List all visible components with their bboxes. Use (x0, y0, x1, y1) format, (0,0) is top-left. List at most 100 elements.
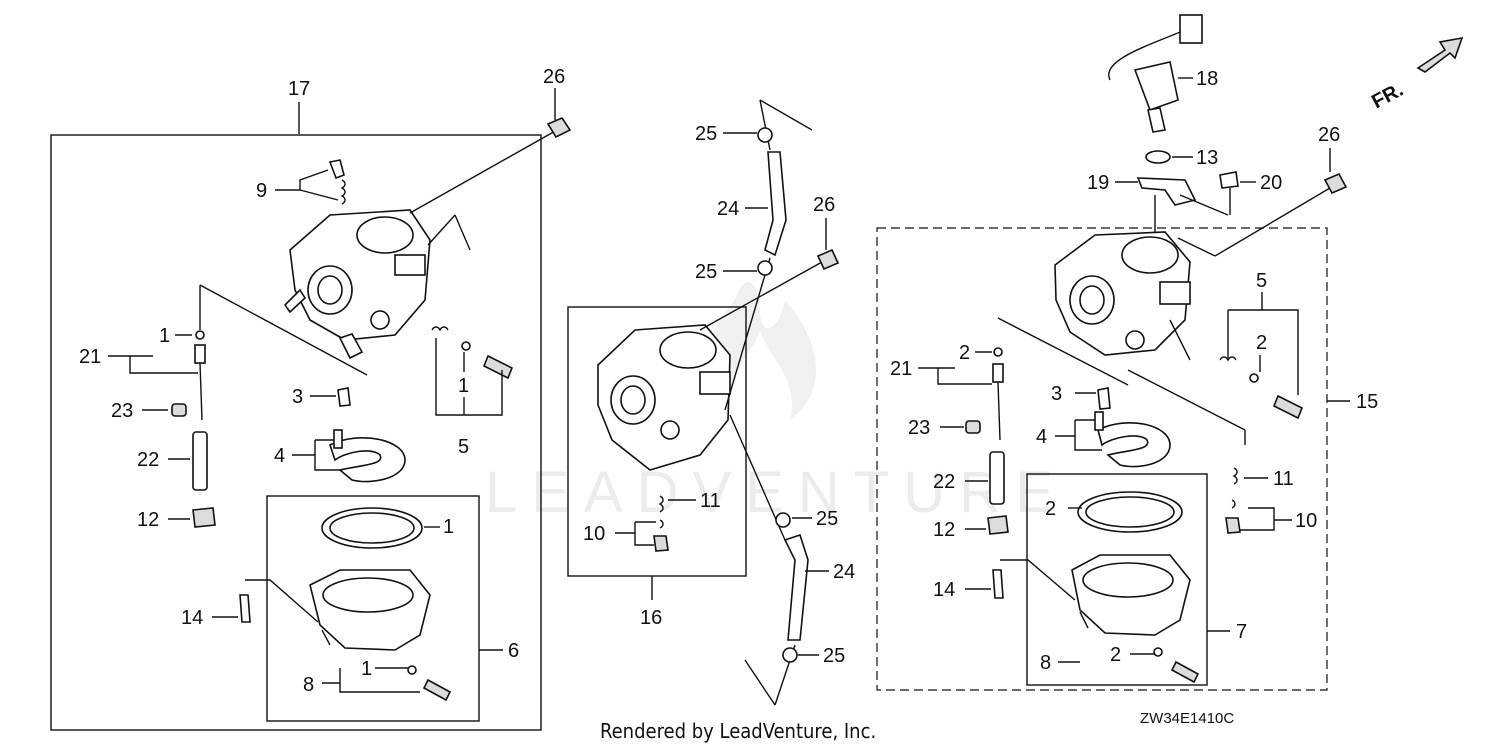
part-12-nut-right (987, 515, 1009, 535)
part-25-clip-4 (782, 647, 798, 663)
callout-18: 18 (1196, 68, 1218, 90)
callout-1: 1 (361, 658, 372, 680)
callout-9: 9 (256, 180, 267, 202)
part-26-plug-left (546, 117, 572, 139)
front-direction-label: FR. (1368, 79, 1407, 114)
part-25-clip-3 (775, 512, 791, 528)
callout-26: 26 (543, 66, 565, 88)
callout-2: 2 (1110, 644, 1121, 666)
part-11-spring-right (1232, 467, 1238, 485)
part-18-sensor (1108, 14, 1203, 133)
part-1-gasket-left (321, 507, 423, 549)
callout-24: 24 (833, 561, 855, 583)
watermark-text: LEADVENTURE (485, 460, 1068, 525)
assembly-17-box (50, 134, 542, 731)
part-12-nut-left (192, 507, 216, 528)
part-26-plug-right (1323, 172, 1348, 195)
callout-4: 4 (274, 445, 285, 467)
float-chamber-right (1071, 554, 1191, 636)
callout-12: 12 (137, 509, 159, 531)
diagram-code: ZW34E1410C (1140, 710, 1234, 727)
callout-5: 5 (1256, 270, 1267, 292)
part-3-screw-left (337, 387, 351, 407)
part-9-screw (328, 159, 346, 205)
part-25-clip-1 (757, 127, 773, 143)
callout-labels: 17 26 9 1 21 23 22 12 3 4 1 5 1 6 14 1 8… (79, 66, 1378, 696)
callout-25: 25 (695, 261, 717, 283)
callout-2: 2 (1256, 332, 1267, 354)
callout-19: 19 (1087, 172, 1109, 194)
callout-23: 23 (908, 417, 930, 439)
part-2-gasket-right (1077, 491, 1183, 533)
callout-8: 8 (1040, 652, 1051, 674)
part-19-bracket (1136, 177, 1197, 206)
part-5-screw-set-left (431, 326, 514, 380)
part-22-jet-left (192, 431, 208, 491)
callout-25: 25 (816, 508, 838, 530)
callout-1: 1 (443, 516, 454, 538)
callout-17: 17 (288, 78, 310, 100)
assembly-6-box (266, 495, 480, 722)
callout-21: 21 (890, 358, 912, 380)
part-14-bolt-right (992, 569, 1004, 599)
part-8-screw-right (1153, 647, 1200, 684)
part-24-tube-upper (764, 151, 787, 257)
callout-1: 1 (458, 375, 469, 397)
callout-22: 22 (933, 471, 955, 493)
part-21-needle-left (194, 330, 206, 421)
callout-11: 11 (1273, 468, 1294, 490)
part-25-clip-2 (757, 260, 773, 276)
callout-26: 26 (813, 194, 835, 216)
float-chamber-left (309, 569, 431, 651)
callout-4: 4 (1036, 426, 1047, 448)
callout-25: 25 (823, 645, 845, 667)
part-5-screw-set-right (1219, 356, 1304, 420)
part-23-cap-left (171, 403, 187, 417)
callout-1: 1 (159, 325, 170, 347)
part-4-float-left (329, 429, 406, 483)
part-13-oring (1145, 150, 1171, 164)
callout-3: 3 (292, 386, 303, 408)
callout-13: 13 (1196, 147, 1218, 169)
callout-14: 14 (181, 607, 203, 629)
callout-10: 10 (583, 523, 605, 545)
callout-10: 10 (1295, 510, 1317, 532)
callout-6: 6 (508, 640, 519, 662)
part-10-screw-middle (653, 519, 669, 552)
callout-24: 24 (717, 198, 739, 220)
part-23-cap-right (965, 420, 981, 434)
right-carburetor-body (1054, 231, 1191, 356)
assembly-15-box (876, 227, 1328, 691)
part-10-screw-right (1225, 499, 1241, 534)
part-8-screw-left (407, 665, 452, 702)
callout-2: 2 (959, 342, 970, 364)
callout-5: 5 (458, 436, 469, 458)
callout-2: 2 (1045, 498, 1056, 520)
callout-23: 23 (111, 400, 133, 422)
leader-lines (108, 77, 1350, 684)
callout-15: 15 (1356, 391, 1378, 413)
part-11-spring-middle (658, 495, 664, 513)
assembly-16-box (567, 306, 747, 577)
callout-12: 12 (933, 519, 955, 541)
front-direction-arrow: FR. (1368, 36, 1464, 114)
part-24-tube-lower (783, 533, 809, 641)
part-21-needle-right (992, 347, 1004, 441)
callout-26: 26 (1318, 124, 1340, 146)
middle-carburetor-body (597, 324, 731, 471)
part-3-screw-right (1097, 387, 1111, 410)
callout-16: 16 (640, 607, 662, 629)
part-14-bolt-left (239, 594, 251, 623)
callout-21: 21 (79, 346, 101, 368)
part-22-jet-right (989, 451, 1005, 505)
callout-8: 8 (303, 674, 314, 696)
callout-7: 7 (1236, 621, 1247, 643)
assembly-7-box (1026, 473, 1208, 686)
watermark: LEADVENTURE (485, 281, 1068, 525)
left-carburetor-body (283, 209, 431, 360)
callout-22: 22 (137, 449, 159, 471)
callout-14: 14 (933, 579, 955, 601)
part-26-plug-middle (816, 248, 840, 271)
